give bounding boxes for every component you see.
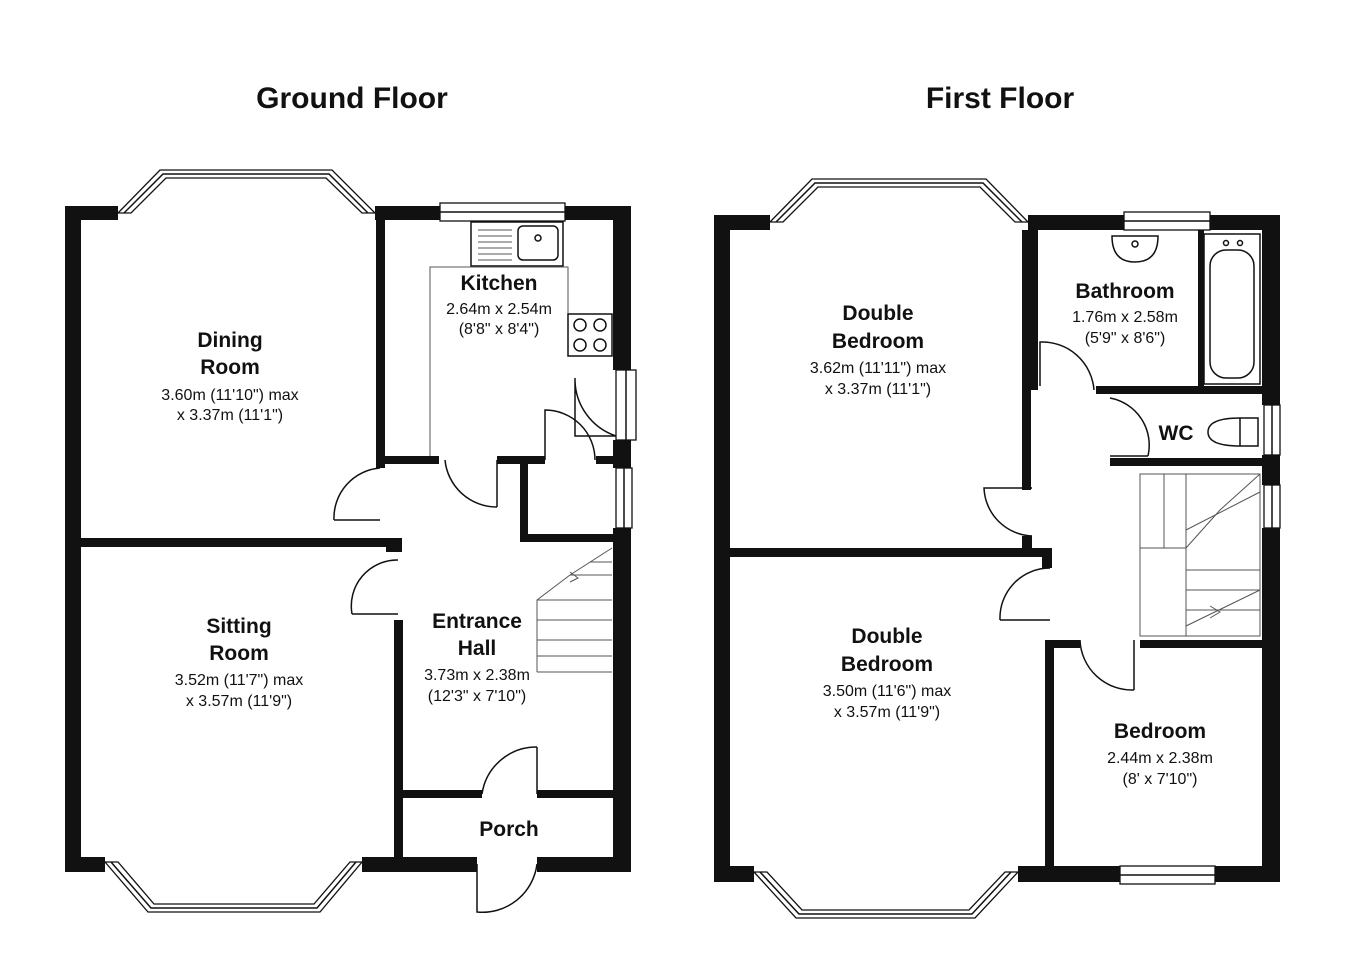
room-name: Room [209,642,269,665]
room-name: Hall [458,637,497,660]
room-dimensions: 3.62m (11'11") max [810,360,946,377]
room-dimensions: 3.73m x 2.38m [424,667,530,684]
front-bedroom-bay-window [768,178,1030,223]
ground-floor-doors [333,377,617,914]
room-name: WC [1159,422,1194,445]
room-front-double-bedroom: Double Bedroom 3.62m (11'11") max x 3.37… [810,302,946,398]
kitchen-window [439,202,566,222]
bathroom-window [1123,211,1211,231]
first-floor-title: First Floor [926,82,1075,115]
bathroom-basin [1111,235,1159,263]
room-dimensions: x 3.37m (11'1") [177,407,283,424]
bathtub [1203,233,1261,385]
kitchen-hob [567,313,613,357]
ground-floor-plan: Ground Floor [65,82,637,914]
room-dimensions: (12'3" x 7'10") [428,688,526,705]
wc-window [1263,404,1281,456]
room-dimensions: (8' x 7'10") [1123,771,1198,788]
room-rear-double-bedroom: Double Bedroom 3.50m (11'6") max x 3.57m… [823,625,951,721]
kitchen-side-window [615,369,637,441]
ground-stairs [536,547,613,673]
kitchen-worktop-outline [429,266,569,456]
ground-floor-title: Ground Floor [256,82,448,115]
room-name: Double [842,302,913,325]
room-dimensions: (8'8" x 8'4") [459,321,540,338]
room-dimensions: x 3.57m (11'9") [186,693,292,710]
room-name: Bedroom [832,330,924,353]
room-dimensions: x 3.37m (11'1") [825,381,931,398]
room-name: Bedroom [841,653,933,676]
bedroom-window [1119,865,1216,885]
room-bathroom: Bathroom 1.76m x 2.58m (5'9" x 8'6") [1072,280,1178,347]
room-name: Entrance [432,610,522,633]
room-wc: WC [1159,422,1194,445]
room-name: Bedroom [1114,720,1206,743]
room-dimensions: 2.44m x 2.38m [1107,750,1213,767]
first-floor-doors [983,341,1150,691]
room-entrance-hall: Entrance Hall 3.73m x 2.38m (12'3" x 7'1… [424,610,530,705]
landing-window [1263,484,1281,529]
room-name: Kitchen [460,272,537,295]
hall-side-window [615,467,633,529]
room-dimensions: 3.52m (11'7") max [175,672,303,689]
room-porch: Porch [479,818,539,841]
room-name: Porch [479,818,539,841]
room-sitting: Sitting Room 3.52m (11'7") max x 3.57m (… [175,615,303,710]
room-dimensions: 3.60m (11'10") max [161,387,298,404]
room-dining: Dining Room 3.60m (11'10") max x 3.37m (… [161,329,298,424]
first-stairs [1139,473,1261,637]
room-kitchen: Kitchen 2.64m x 2.54m (8'8" x 8'4") [446,272,552,338]
room-bedroom: Bedroom 2.44m x 2.38m (8' x 7'10") [1107,720,1213,788]
wc-toilet [1207,417,1259,447]
rear-bedroom-bay-window [752,871,1020,919]
first-floor-walls [714,215,1280,882]
room-dimensions: (5'9" x 8'6") [1085,330,1166,347]
room-dimensions: 1.76m x 2.58m [1072,309,1178,326]
room-name: Room [200,356,260,379]
room-name: Double [851,625,922,648]
room-dimensions: 2.64m x 2.54m [446,301,552,318]
dining-bay-window [116,169,377,214]
room-dimensions: x 3.57m (11'9") [834,704,940,721]
first-floor-plan: First Floor [714,82,1281,919]
room-name: Dining [197,329,262,352]
kitchen-sink [470,221,564,267]
room-dimensions: 3.50m (11'6") max [823,683,951,700]
room-name: Sitting [206,615,271,638]
sitting-bay-window [103,861,364,913]
ground-floor-walls [65,206,631,872]
room-name: Bathroom [1075,280,1174,303]
